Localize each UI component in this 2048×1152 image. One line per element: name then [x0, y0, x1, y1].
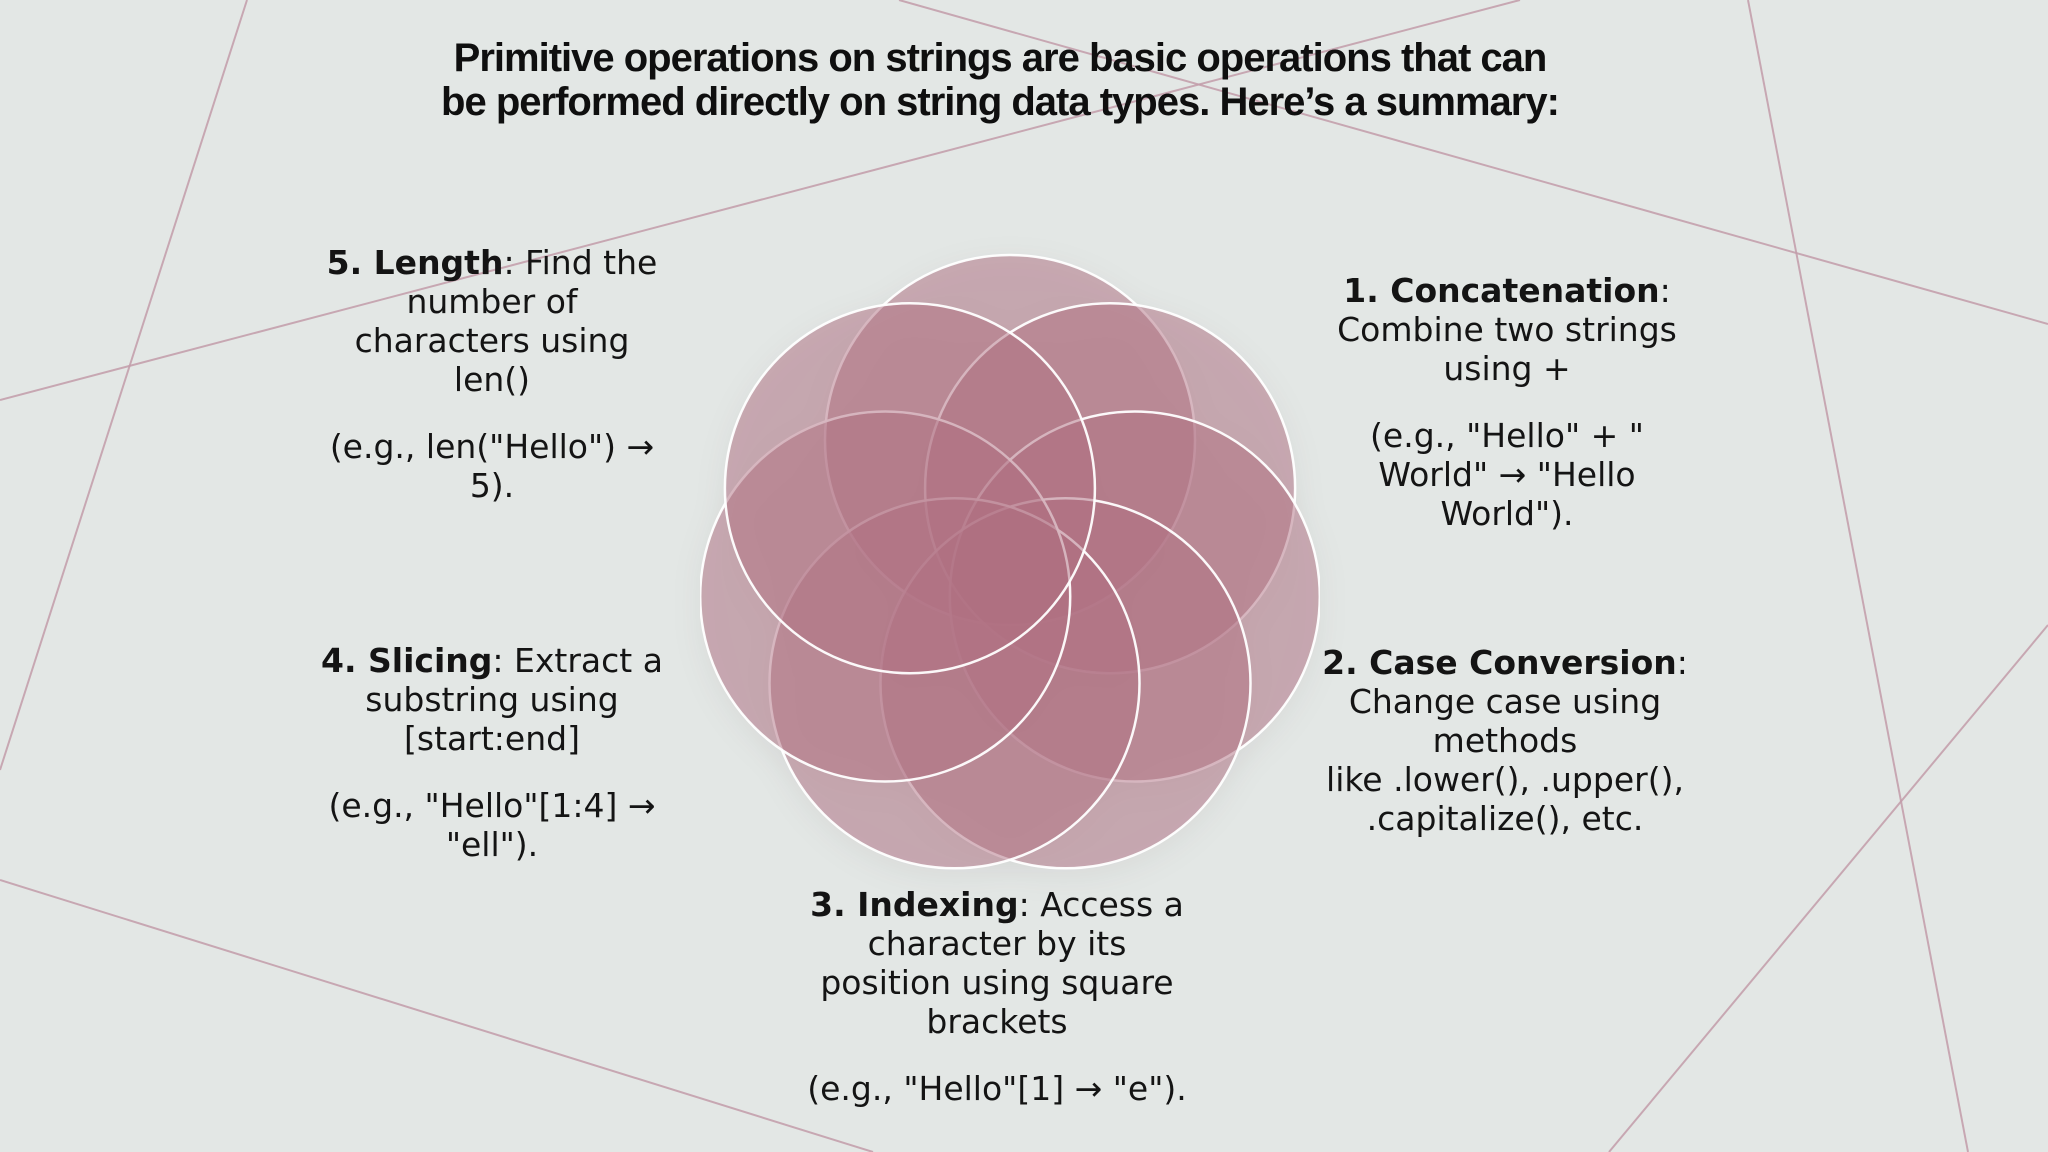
operation-text: 1. Concatenation: Combine two strings us…: [1237, 271, 1777, 388]
decorative-line: [1608, 624, 2048, 1152]
operation-label: 5. Length: [326, 243, 504, 282]
operation-description: : Find the number of characters using le…: [354, 243, 658, 399]
operation-text: 4. Slicing: Extract a substring using [s…: [222, 641, 762, 758]
operation-description: : Combine two strings using +: [1337, 271, 1677, 388]
decorative-line: [1747, 0, 1969, 1152]
decorative-line: [0, 0, 248, 771]
venn-circle-top-left: [723, 301, 1097, 675]
operation-case-conversion: 2. Case Conversion: Change case using me…: [1235, 643, 1775, 838]
decorative-line: [0, 0, 1521, 401]
slide-title: Primitive operations on strings are basi…: [0, 36, 2000, 124]
operation-text: 3. Indexing: Access a character by its p…: [727, 885, 1267, 1041]
decorative-line: [0, 879, 874, 1152]
operation-example: (e.g., "Hello"[1] → "e").: [807, 1069, 1187, 1108]
operation-concatenation: 1. Concatenation: Combine two strings us…: [1237, 271, 1777, 533]
operation-example: (e.g., len("Hello") → 5).: [329, 427, 655, 505]
decorative-line: [898, 0, 2048, 325]
operation-text: 5. Length: Find the number of characters…: [222, 243, 762, 399]
operation-text: 2. Case Conversion: Change case using me…: [1235, 643, 1775, 838]
operation-example: (e.g., "Hello" + " World" → "Hello World…: [1370, 416, 1644, 533]
operation-description: : Change case using methods like .lower(…: [1326, 643, 1688, 838]
operation-description: : Access a character by its position usi…: [820, 885, 1184, 1041]
operation-indexing: 3. Indexing: Access a character by its p…: [727, 885, 1267, 1108]
operation-label: 1. Concatenation: [1343, 271, 1660, 310]
venn-flower-diagram: [700, 253, 1320, 870]
operation-example: (e.g., "Hello"[1:4] → "ell").: [328, 786, 656, 864]
operation-description: : Extract a substring using [start:end]: [365, 641, 663, 758]
operation-label: 4. Slicing: [321, 641, 493, 680]
operation-slicing: 4. Slicing: Extract a substring using [s…: [222, 641, 762, 864]
title-line-2: be performed directly on string data typ…: [441, 80, 1560, 124]
operation-label: 2. Case Conversion: [1322, 643, 1677, 682]
operation-length: 5. Length: Find the number of characters…: [222, 243, 762, 505]
title-line-1: Primitive operations on strings are basi…: [453, 36, 1548, 80]
operation-label: 3. Indexing: [810, 885, 1019, 924]
